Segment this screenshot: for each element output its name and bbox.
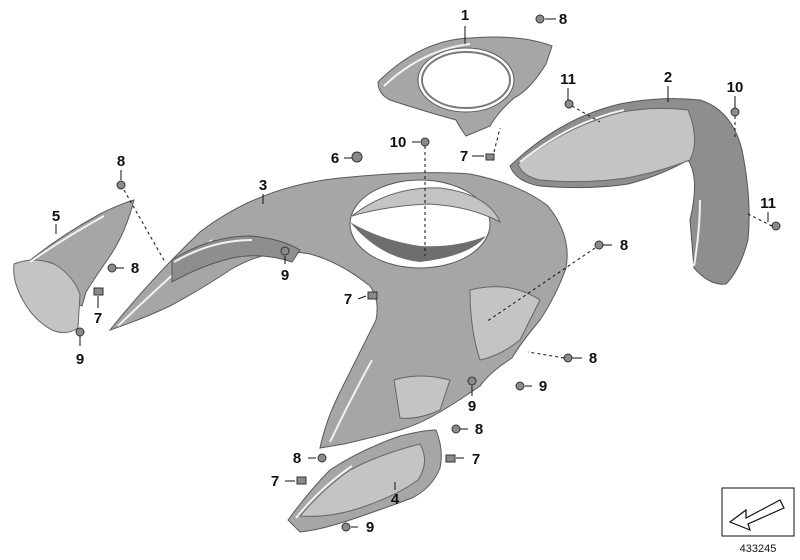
callout-9: 9 bbox=[76, 351, 84, 368]
arrow-down-left-icon[interactable] bbox=[728, 499, 785, 532]
callout-7: 7 bbox=[460, 148, 468, 165]
callout-8: 8 bbox=[589, 350, 597, 367]
callout-7: 7 bbox=[344, 291, 352, 308]
callout-8: 8 bbox=[117, 153, 125, 170]
clip-7-center bbox=[367, 291, 378, 300]
callout-5: 5 bbox=[52, 208, 60, 225]
part-2-right-side-panel bbox=[509, 98, 750, 285]
grommet-6 bbox=[351, 151, 363, 163]
callout-8: 8 bbox=[620, 237, 628, 254]
callout-8: 8 bbox=[131, 260, 139, 277]
callout-7: 7 bbox=[271, 473, 279, 490]
callout-3: 3 bbox=[259, 177, 267, 194]
screw-10-right bbox=[730, 107, 740, 117]
callout-labels: 1 8 2 11 10 11 10 6 7 3 8 5 8 7 9 9 7 8 … bbox=[52, 7, 776, 536]
nut-9-left bbox=[75, 327, 85, 337]
screw-8-left-lower bbox=[107, 263, 117, 273]
callout-4: 4 bbox=[391, 491, 400, 508]
callout-7: 7 bbox=[472, 451, 480, 468]
screw-8-top bbox=[535, 14, 545, 24]
screw-11-right bbox=[771, 221, 781, 231]
screw-8-lower-right bbox=[563, 353, 573, 363]
screw-11-top bbox=[564, 99, 574, 109]
callout-9: 9 bbox=[281, 267, 289, 284]
clip-7-front bbox=[445, 454, 456, 463]
screw-10-center bbox=[420, 137, 430, 147]
diagram-id: 433245 bbox=[740, 543, 777, 555]
hardware-group bbox=[75, 14, 781, 532]
callout-9: 9 bbox=[539, 378, 547, 395]
callout-1: 1 bbox=[461, 7, 469, 24]
nut-9-center-left bbox=[280, 246, 290, 256]
callout-8: 8 bbox=[293, 450, 301, 467]
nut-9-bottom bbox=[341, 522, 351, 532]
callout-11: 11 bbox=[760, 195, 776, 212]
callout-10: 10 bbox=[727, 79, 744, 96]
part-4-lower-trim bbox=[287, 429, 442, 533]
callout-8: 8 bbox=[475, 421, 483, 438]
callout-11: 11 bbox=[560, 71, 576, 88]
callout-2: 2 bbox=[664, 69, 672, 86]
callout-6: 6 bbox=[331, 150, 339, 167]
leader-lines bbox=[55, 18, 773, 528]
screw-8-left bbox=[116, 180, 126, 190]
callout-7: 7 bbox=[94, 310, 102, 327]
screw-8-right bbox=[594, 240, 604, 250]
screw-8-front bbox=[451, 424, 461, 434]
callout-9: 9 bbox=[366, 519, 374, 536]
nut-9-lower-right bbox=[515, 381, 525, 391]
clip-7-lower bbox=[296, 476, 307, 485]
part-5-left-side-panel bbox=[13, 199, 135, 334]
callout-10: 10 bbox=[390, 134, 407, 151]
clip-7-top bbox=[485, 153, 495, 161]
navigation-box[interactable] bbox=[721, 487, 795, 537]
callout-8: 8 bbox=[559, 11, 567, 28]
screw-8-lower bbox=[317, 453, 327, 463]
clip-7-left bbox=[93, 287, 104, 296]
callout-9: 9 bbox=[468, 398, 476, 415]
part-3-tank-cover bbox=[108, 172, 568, 449]
part-1-filler-cover bbox=[377, 36, 553, 137]
nut-9-center bbox=[467, 376, 477, 386]
